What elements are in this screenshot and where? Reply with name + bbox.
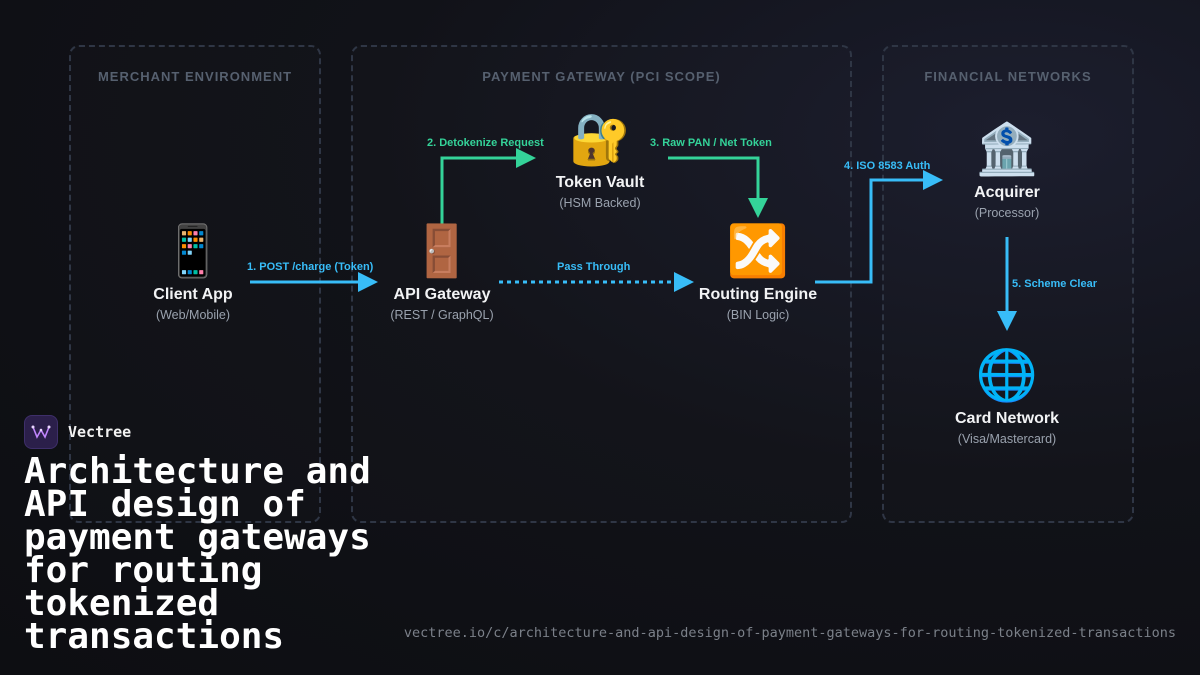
edge-iso-auth-arrowhead [923,170,943,190]
edge-pass-through-arrowhead [674,272,694,292]
api-gateway-node: 🚪 API Gateway (REST / GraphQL) [390,222,493,322]
client-app-title: Client App [153,286,233,303]
door-icon: 🚪 [410,222,474,280]
mobile-phone-icon: 📱 [161,222,225,280]
bank-icon: 🏦 [975,120,1039,178]
merchant-environment-zone: MERCHANT ENVIRONMENT [69,45,321,523]
shuffle-icon: 🔀 [726,222,790,280]
edge-post-charge-arrowhead [358,272,378,292]
routing-engine-node: 🔀 Routing Engine (BIN Logic) [699,222,817,322]
routing-engine-title: Routing Engine [698,286,818,303]
page-title: Architecture and API design of payment g… [24,451,371,657]
client-app-subtitle: (Web/Mobile) [155,308,231,322]
edge-detokenize-arrowhead [516,148,536,168]
gateway-zone-title: PAYMENT GATEWAY (PCI SCOPE) [482,69,721,84]
merchant-zone-title: MERCHANT ENVIRONMENT [97,69,293,84]
card-network-title: Card Network [954,410,1060,427]
card-network-subtitle: (Visa/Mastercard) [957,432,1057,446]
acquirer-title: Acquirer [974,184,1040,201]
acquirer-subtitle: (Processor) [974,206,1040,220]
acquirer-node: 🏦 Acquirer (Processor) [974,120,1040,220]
api-gateway-subtitle: (REST / GraphQL) [390,308,494,322]
edge-label-raw-pan: 3. Raw PAN / Net Token [650,137,772,149]
brand: Vectree [24,415,131,449]
edge-detokenize [440,156,524,226]
token-vault-subtitle: (HSM Backed) [559,196,641,210]
client-app-node: 📱 Client App (Web/Mobile) [153,222,232,322]
edge-raw-pan [668,156,760,206]
financial-networks-zone: FINANCIAL NETWORKS [882,45,1134,523]
routing-engine-subtitle: (BIN Logic) [726,308,790,322]
vectree-logo-icon [24,415,58,449]
payment-gateway-zone: PAYMENT GATEWAY (PCI SCOPE) [351,45,852,523]
financial-zone-title: FINANCIAL NETWORKS [924,69,1092,84]
locked-with-key-icon: 🔐 [568,110,632,168]
edge-raw-pan-arrowhead [748,198,768,218]
edge-label-post-charge: 1. POST /charge (Token) [247,261,374,273]
edge-scheme-clear-arrowhead [997,311,1017,331]
edge-iso-auth [815,178,931,284]
globe-icon: 🌐 [975,346,1039,404]
edge-label-scheme-clear: 5. Scheme Clear [1012,278,1097,290]
page-url[interactable]: vectree.io/c/architecture-and-api-design… [403,625,1176,641]
card-network-node: 🌐 Card Network (Visa/Mastercard) [955,346,1059,446]
token-vault-title: Token Vault [555,174,645,191]
brand-name: Vectree [68,423,132,441]
edge-label-iso-auth: 4. ISO 8583 Auth [844,160,931,172]
edge-label-pass-through: Pass Through [557,261,631,273]
edge-label-detokenize: 2. Detokenize Request [427,137,544,149]
api-gateway-title: API Gateway [393,286,491,303]
token-vault-node: 🔐 Token Vault (HSM Backed) [556,110,645,210]
